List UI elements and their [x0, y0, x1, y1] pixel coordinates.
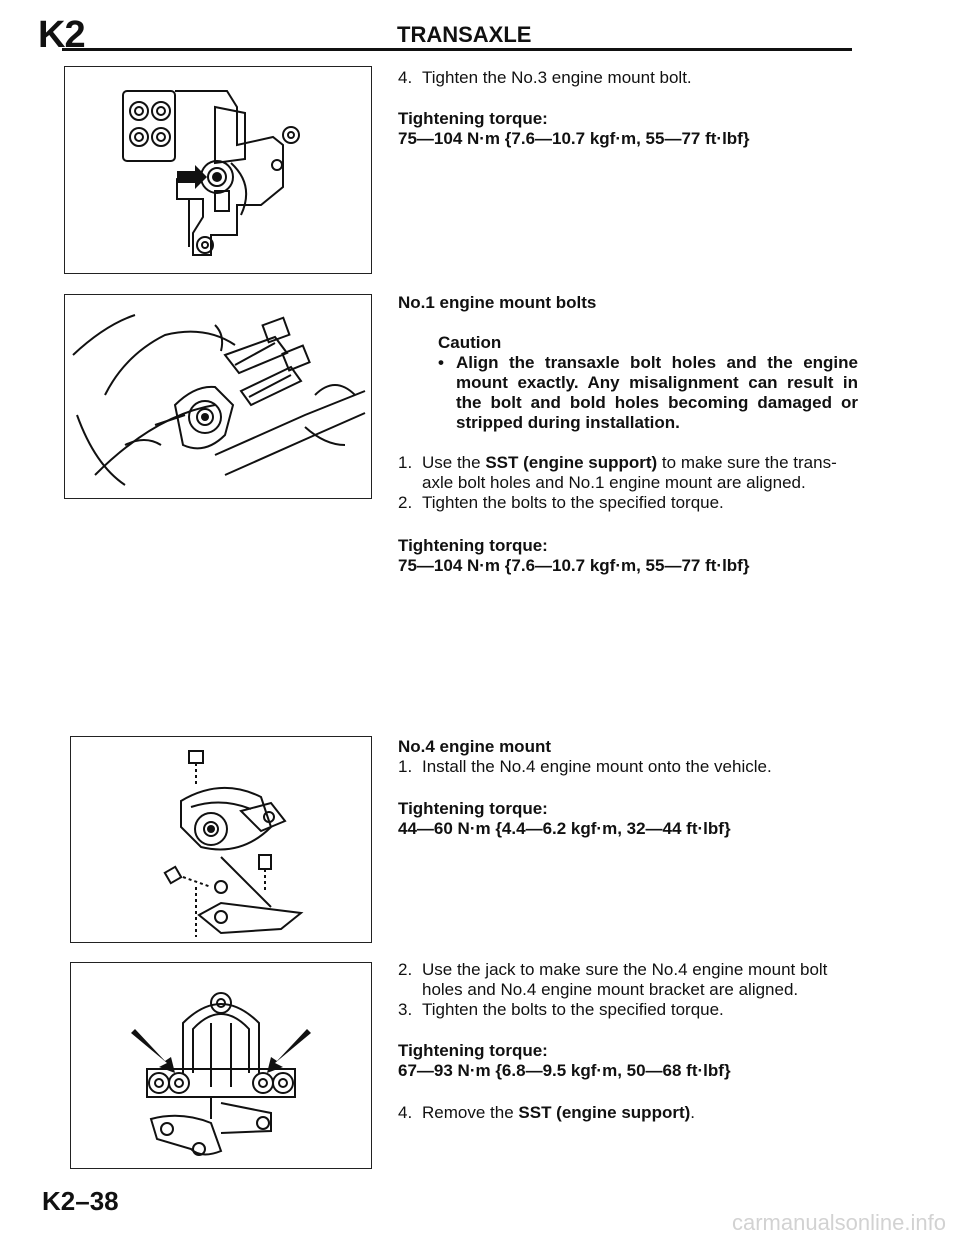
text-block-no1-mount-bolts: No.1 engine mount bolts Caution • Align …	[398, 293, 858, 576]
step-text-pre: Use the	[422, 453, 486, 472]
sst-reference: SST (engine support)	[485, 453, 658, 472]
sst-reference: SST (engine support)	[518, 1103, 691, 1122]
no1-mount-illustration	[72, 314, 366, 486]
no3-mount-illustration	[122, 90, 300, 256]
step-number: 2.	[398, 493, 413, 512]
page-number: K2–38	[42, 1186, 119, 1216]
text-block-no4-bracket: 2. Use the jack to make sure the No.4 en…	[398, 960, 858, 1123]
caution-text: Align the transaxle bolt holes and the e…	[456, 353, 858, 432]
step-text-post: to make sure the trans- axle bolt holes …	[422, 453, 837, 492]
text-block-no3-mount: 4. Tighten the No.3 engine mount bolt. T…	[398, 68, 858, 149]
torque-label: Tightening torque:	[398, 536, 548, 555]
step-item: 4. Remove the SST (engine support).	[398, 1103, 858, 1123]
step-text: Tighten the No.3 engine mount bolt.	[422, 68, 692, 87]
step-number: 4.	[398, 68, 413, 87]
step-number: 2.	[398, 960, 413, 979]
step-number: 3.	[398, 1000, 413, 1019]
caution-bullet: • Align the transaxle bolt holes and the…	[438, 353, 858, 433]
figure-no1-engine-mount-bolts	[64, 294, 372, 499]
caution-label: Caution	[438, 333, 502, 352]
step-text: Install the No.4 engine mount onto the v…	[422, 757, 772, 776]
torque-label: Tightening torque:	[398, 109, 548, 128]
torque-value: 67—93 N·m {6.8—9.5 kgf·m, 50—68 ft·lbf}	[398, 1061, 731, 1080]
step-number: 1.	[398, 453, 413, 472]
step-item: 1. Use the SST (engine support) to make …	[398, 453, 858, 493]
torque-value: 44—60 N·m {4.4—6.2 kgf·m, 32—44 ft·lbf}	[398, 819, 731, 838]
step-item: 2. Use the jack to make sure the No.4 en…	[398, 960, 858, 1000]
step-item: 3. Tighten the bolts to the specified to…	[398, 1000, 858, 1020]
step-text-post: .	[690, 1103, 696, 1122]
watermark: carmanualsonline.info	[731, 1210, 946, 1235]
bullet-dot: •	[438, 353, 444, 372]
torque-value: 75—104 N·m {7.6—10.7 kgf·m, 55—77 ft·lbf…	[398, 129, 750, 148]
step-text: Tighten the bolts to the specified torqu…	[422, 1000, 724, 1019]
section-heading: No.1 engine mount bolts	[398, 293, 597, 312]
figure-no4-mount-bracket-alignment	[70, 962, 372, 1169]
step-item: 1. Install the No.4 engine mount onto th…	[398, 757, 858, 777]
step-number: 4.	[398, 1103, 413, 1122]
text-block-no4-mount: No.4 engine mount 1. Install the No.4 en…	[398, 737, 858, 839]
torque-label: Tightening torque:	[398, 1041, 548, 1060]
step-text: Tighten the bolts to the specified torqu…	[422, 493, 724, 512]
step-number: 1.	[398, 757, 413, 776]
step-text-pre: Remove the	[422, 1103, 519, 1122]
chapter-title: TRANSAXLE	[397, 22, 532, 47]
no4-bracket-illustration	[131, 992, 311, 1156]
step-text: Use the jack to make sure the No.4 engin…	[422, 960, 828, 999]
step-item: 4. Tighten the No.3 engine mount bolt.	[398, 68, 858, 88]
step-text: Remove the SST (engine support).	[422, 1103, 858, 1123]
no4-mount-illustration	[163, 750, 304, 937]
figure-no4-engine-mount	[70, 736, 372, 943]
step-item: 2. Tighten the bolts to the specified to…	[398, 493, 858, 513]
torque-value: 75—104 N·m {7.6—10.7 kgf·m, 55—77 ft·lbf…	[398, 556, 750, 575]
step-text: Use the SST (engine support) to make sur…	[422, 453, 858, 493]
torque-label: Tightening torque:	[398, 799, 548, 818]
section-heading: No.4 engine mount	[398, 737, 551, 756]
figure-no3-engine-mount	[64, 66, 372, 274]
header-rule	[62, 48, 852, 51]
